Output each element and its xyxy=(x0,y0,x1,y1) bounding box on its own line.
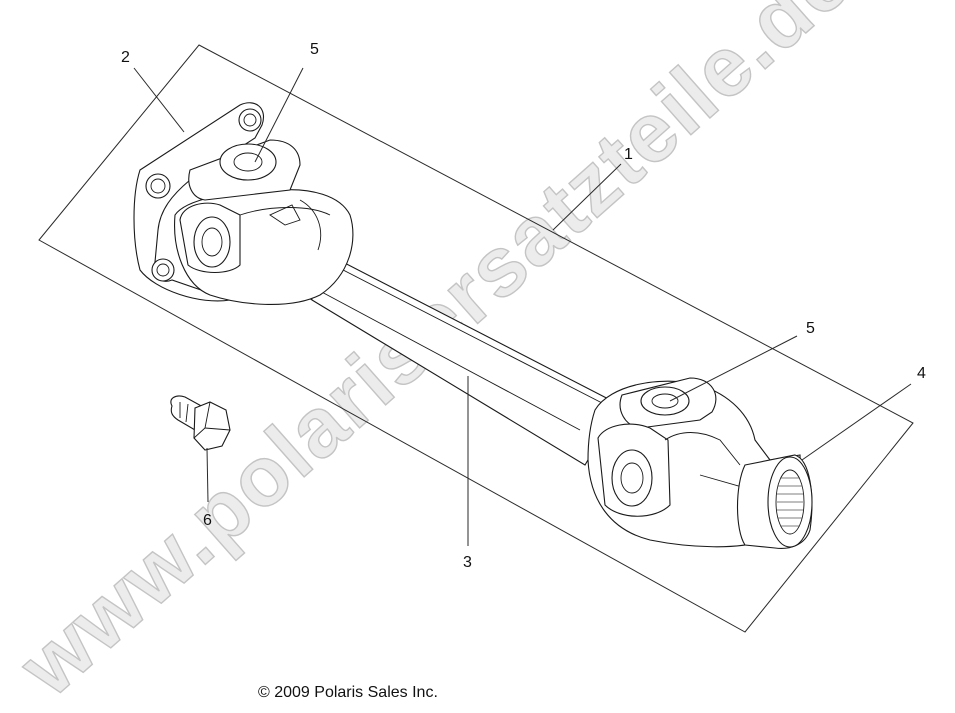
callout-5-rear: 5 xyxy=(806,320,815,337)
callout-2: 2 xyxy=(121,49,130,66)
bolt xyxy=(170,395,231,451)
callout-6: 6 xyxy=(203,512,212,529)
leader-1 xyxy=(552,163,622,231)
copyright-text: © 2009 Polaris Sales Inc. xyxy=(258,684,438,701)
assembly-outline-box xyxy=(38,44,914,633)
callout-3: 3 xyxy=(463,554,472,571)
bearing-cap-rear-side xyxy=(611,449,653,507)
callouts: 1 2 5 5 4 3 6 xyxy=(121,41,926,571)
rear-u-joint xyxy=(587,377,813,549)
bearing-cap-rear-top xyxy=(640,386,690,416)
leader-6 xyxy=(206,447,209,503)
bearing-cap-front-top xyxy=(219,143,277,181)
spline-bore xyxy=(775,469,805,535)
leader-5a xyxy=(254,67,304,163)
callout-5-front: 5 xyxy=(310,41,319,58)
leader-lines xyxy=(133,67,912,546)
leader-4 xyxy=(801,383,912,461)
front-u-joint xyxy=(133,102,354,306)
callout-4: 4 xyxy=(917,365,926,382)
callout-1: 1 xyxy=(624,146,633,163)
bolt-hex-head xyxy=(193,401,231,451)
leader-5b xyxy=(669,335,798,402)
bearing-cap-front-side xyxy=(193,216,231,268)
leader-2 xyxy=(133,67,185,133)
